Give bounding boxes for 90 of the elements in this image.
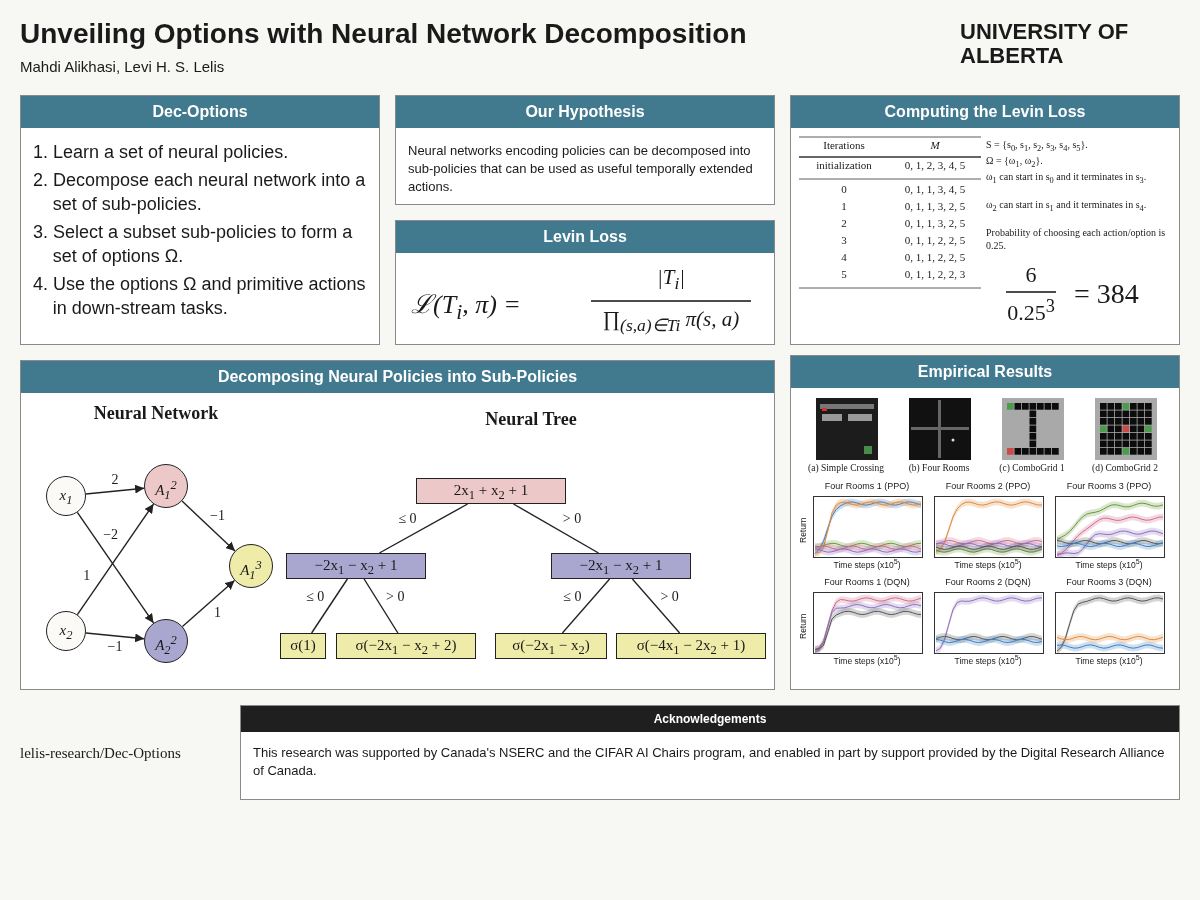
tree-node-box: 2x$_{1}$ + x$_{2}$ + 1 <box>416 478 566 504</box>
panel-heading: Our Hypothesis <box>396 96 774 128</box>
branch-line <box>561 578 611 634</box>
axis-label: Return <box>798 612 808 639</box>
poster-title: Unveiling Options with Neural Network Decomposition <box>20 18 747 50</box>
axis-label: Time steps (x10$^{5}$) <box>832 558 902 570</box>
list-item: 3. Select a subset sub-policies to form a set of options Ω. <box>33 221 354 268</box>
axis-label: Return <box>798 516 808 543</box>
table-cell-text: 0, 1, 2, 3, 4, 5 <box>903 159 967 171</box>
poster-panel <box>395 95 775 205</box>
formula: |T$_{i}$| <box>655 265 687 295</box>
axis-label: Time steps (x10$^{5}$) <box>1074 558 1144 570</box>
paragraph: S = {s$_{0}$, s$_{1}$, s$_{2}$, s$_{3}$, s$_{4}$, s$_{5}$}. <box>986 138 1089 155</box>
panel-heading: Empirical Results <box>791 356 1179 388</box>
panel-heading: Decomposing Neural Policies into Sub-Policies <box>21 361 774 393</box>
paragraph: Neural Network <box>92 403 220 424</box>
poster-panel <box>240 705 1180 800</box>
table-cell-text: 0 <box>840 183 848 195</box>
tree-node-box: σ(−2x$_{1}$ − x$_{2}$) <box>495 633 607 659</box>
branch-line <box>310 578 349 634</box>
branch-line <box>378 503 469 554</box>
paragraph: Ω = {ω$_{1}$, ω$_{2}$}. <box>986 154 1044 171</box>
table-cell-text: 4 <box>840 251 848 263</box>
university-name: UNIVERSITY OF ALBERTA <box>960 20 1130 68</box>
author-names: Mahdi Alikhasi, Levi H. S. Lelis <box>20 58 226 75</box>
axis-label: Time steps (x10$^{5}$) <box>832 654 902 666</box>
formula: 0.25$^{3}$ <box>1006 296 1056 327</box>
panel-heading: Levin Loss <box>396 221 774 253</box>
paragraph: Neural Tree <box>484 409 578 430</box>
plot-title: Four Rooms 3 (DQN) <box>1065 577 1153 587</box>
table-cell-text: 0, 1, 1, 2, 2, 5 <box>903 251 967 263</box>
plot-title: Four Rooms 1 (DQN) <box>823 577 911 587</box>
table-cell-text: M <box>929 139 941 151</box>
plot-title: Four Rooms 1 (PPO) <box>823 481 911 491</box>
arrow <box>85 484 145 495</box>
image-caption: (b) Four Rooms <box>907 463 971 473</box>
list-item: 1. Learn a set of neural policies. <box>33 141 290 164</box>
arrow <box>181 500 236 552</box>
formula: = 384 <box>1074 278 1140 310</box>
poster-panel <box>790 95 1180 345</box>
table-cell-text: initialization <box>815 159 873 171</box>
branch-line <box>512 503 600 554</box>
panel-heading: Computing the Levin Loss <box>791 96 1179 128</box>
paragraph: This research was supported by Canada's NSERC and the CIFAR AI Chairs program, and enabled in part by support provided by the Digital Research Alliance of Canada. <box>253 744 1166 780</box>
panel-heading: Acknowledgements <box>241 706 1179 732</box>
plot-title: Four Rooms 2 (PPO) <box>944 481 1032 491</box>
poster-panel <box>20 360 775 690</box>
neuron-circle: x$_{1}$ <box>46 476 86 516</box>
image-caption: (a) Simple Crossing <box>807 463 885 473</box>
poster-panel <box>20 95 380 345</box>
repository-link: lelis-research/Dec-Options <box>20 745 182 762</box>
list-item: 2. Decompose each neural network into a set of sub-policies. <box>33 169 367 216</box>
tree-node-box: σ(1) <box>280 633 326 659</box>
branch-line <box>363 578 399 634</box>
axis-label: Time steps (x10$^{5}$) <box>953 654 1023 666</box>
formula: ∏$_{(s,a)∈Ti}$ π(s, a) <box>601 307 741 337</box>
list-item: 4. Use the options Ω and primitive actions in down-stream tasks. <box>33 273 367 320</box>
axis-label: Time steps (x10$^{5}$) <box>953 558 1023 570</box>
formula: ℒ(T$_{i}$, π) = <box>411 289 522 326</box>
table-cell-text: 0, 1, 1, 2, 2, 5 <box>903 234 967 246</box>
plot-title: Four Rooms 3 (PPO) <box>1065 481 1153 491</box>
table-cell-text: 1 <box>840 200 848 212</box>
image-caption: (c) ComboGrid 1 <box>998 463 1066 473</box>
tree-node-box: σ(−2x$_{1}$ − x$_{2}$ + 2) <box>336 633 476 659</box>
branch-line <box>631 578 681 634</box>
table-cell-text: 0, 1, 1, 3, 2, 5 <box>903 200 967 212</box>
arrow <box>85 632 145 643</box>
table-cell-text: 2 <box>840 217 848 229</box>
tree-node-box: σ(−4x$_{1}$ − 2x$_{2}$ + 1) <box>616 633 766 659</box>
table-cell-text: 0, 1, 1, 3, 4, 5 <box>903 183 967 195</box>
paragraph: ω$_{2}$ can start in s$_{1}$ and it terminates in s$_{4}$. <box>986 198 1148 215</box>
image-caption: (d) ComboGrid 2 <box>1091 463 1159 473</box>
paragraph: Probability of choosing each action/option is 0.25. <box>986 226 1167 252</box>
panel-heading: Dec-Options <box>21 96 379 128</box>
poster-panel <box>395 220 775 345</box>
neuron-circle: x$_{2}$ <box>46 611 86 651</box>
table-cell-text: 0, 1, 1, 3, 2, 5 <box>903 217 967 229</box>
formula: 6 <box>1024 262 1038 288</box>
table-cell-text: 3 <box>840 234 848 246</box>
table-cell-text: Iterations <box>822 139 866 151</box>
plot-title: Four Rooms 2 (DQN) <box>944 577 1032 587</box>
table-cell-text: 5 <box>840 268 848 280</box>
table-cell-text: 0, 1, 1, 2, 2, 3 <box>903 268 967 280</box>
paragraph: ω$_{1}$ can start in s$_{0}$ and it terminates in s$_{3}$. <box>986 170 1148 187</box>
axis-label: Time steps (x10$^{5}$) <box>1074 654 1144 666</box>
arrow <box>181 579 236 628</box>
poster-panel <box>790 355 1180 690</box>
paragraph: Neural networks encoding policies can be decomposed into sub-policies that can be used as useful temporally extended actions. <box>408 142 754 196</box>
tree-node-box: −2x$_{1}$ − x$_{2}$ + 1 <box>286 553 426 579</box>
tree-node-box: −2x$_{1}$ − x$_{2}$ + 1 <box>551 553 691 579</box>
